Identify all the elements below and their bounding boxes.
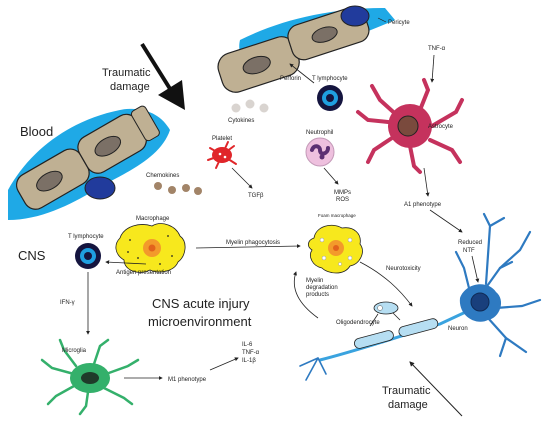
t-lymphocyte-left-label: T lymphocyte [68, 234, 104, 240]
ntf-label: NTF [463, 248, 475, 254]
chemokines-label: Chemokines [146, 173, 179, 179]
il1b-label: IL-1β [242, 358, 256, 364]
ifn-gamma-label: IFN-γ [60, 300, 75, 306]
oligodendrocyte-icon [354, 301, 439, 349]
neuron-label: Neuron [448, 326, 468, 332]
antigen-presentation-label: Antigen presentation [116, 270, 171, 276]
cytokines-label: Cytokines [228, 118, 254, 124]
perforin-label: Perforin [280, 76, 301, 82]
oligodendrocyte-label: Oligodendrocyte [336, 320, 380, 326]
title-line-2: microenvironment [148, 314, 252, 329]
chemokine-dots [154, 182, 202, 195]
foam-macrophage-icon [308, 224, 363, 274]
t-lymphocyte-top-label: T lymphocyte [312, 76, 348, 82]
traumatic-damage-label-bottom-1: Traumatic [382, 385, 431, 397]
blood-vessel-left [8, 105, 170, 220]
ros-label: ROS [336, 197, 349, 203]
traumatic-damage-label-bottom-2: damage [388, 399, 428, 411]
neurotoxicity-label: Neurotoxicity [386, 266, 421, 272]
myelin-products-label-3: products [306, 292, 329, 298]
foam-macrophage-label: Foam macrophage [318, 213, 356, 218]
mmps-label: MMPs [334, 190, 351, 196]
neutrophil-icon [305, 137, 335, 167]
tgf-beta-label: TGFβ [248, 193, 264, 199]
blood-label: Blood [20, 124, 53, 139]
a1-phenotype-label: A1 phenotype [404, 202, 442, 208]
m1-phenotype-label: M1 phenotype [168, 377, 207, 383]
platelet-label: Platelet [212, 136, 232, 142]
traumatic-damage-label-top-2: damage [110, 81, 150, 93]
myelin-phagocytosis-label: Myelin phagocytosis [226, 240, 280, 246]
cytokine-dots [231, 99, 269, 113]
reduced-label: Reduced [458, 240, 482, 246]
neutrophil-label: Neutrophil [306, 130, 333, 136]
astrocyte-icon [356, 78, 464, 174]
title-line-1: CNS acute injury [152, 296, 250, 311]
pericyte-label: Pericyte [388, 20, 410, 26]
t-lymphocyte-top-icon [317, 85, 343, 111]
macrophage-label: Macrophage [136, 216, 170, 222]
blood-vessel-top [217, 5, 395, 93]
microglia-label: Microglia [62, 348, 87, 354]
platelet-icon [207, 141, 237, 169]
t-lymphocyte-left-icon [75, 243, 101, 269]
myelin-products-label-2: degradation [306, 285, 338, 291]
cns-label: CNS [18, 248, 46, 263]
macrophage-icon [115, 223, 186, 273]
microglia-icon [40, 338, 140, 416]
tnf-alpha-top-label: TNF-α [428, 46, 446, 52]
il6-label: IL-6 [242, 342, 253, 348]
traumatic-damage-arrow-top [140, 42, 185, 110]
tnf-alpha-bottom-label: TNF-α [242, 350, 260, 356]
traumatic-damage-label-top-1: Traumatic [102, 67, 151, 79]
astrocyte-label: Astrocyte [428, 124, 454, 130]
myelin-products-label-1: Myelin [306, 278, 323, 284]
